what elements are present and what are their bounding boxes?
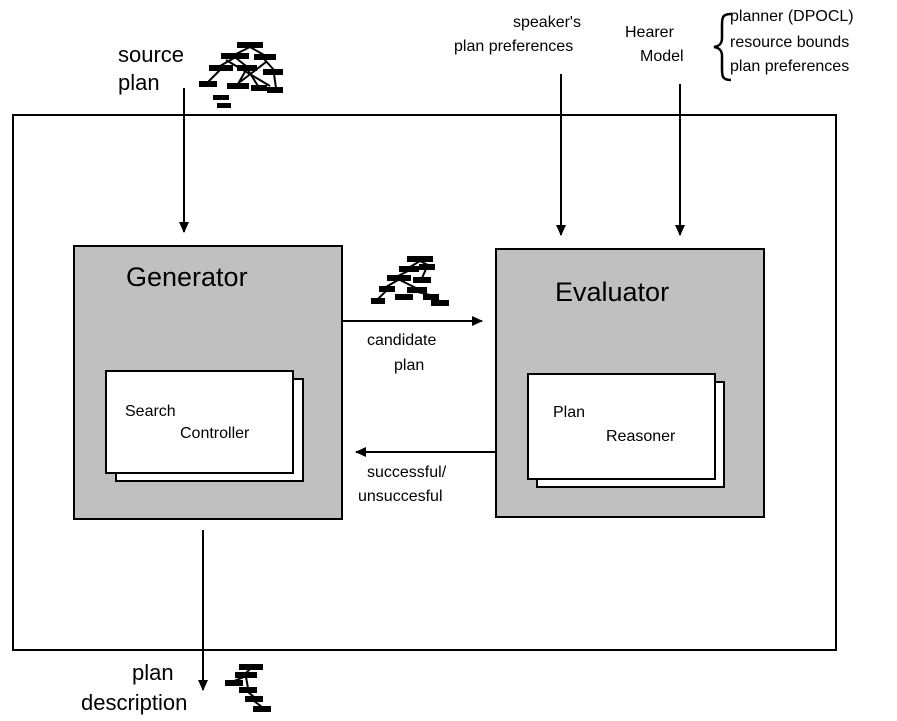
- plan-description-label-line2: description: [81, 690, 188, 715]
- candidate-plan-label-line2: plan: [394, 357, 425, 374]
- search-controller-label-line1: Search: [125, 403, 176, 420]
- source-plan-label-line1: source: [118, 42, 185, 67]
- hearer-item-planner: planner (DPOCL): [730, 8, 854, 25]
- evaluator-title: Evaluator: [555, 277, 670, 307]
- system-boundary: [12, 114, 837, 651]
- hearer-item-plan-preferences: plan preferences: [730, 58, 850, 75]
- search-controller-card: [105, 370, 294, 474]
- speaker-prefs-label-line2: plan preferences: [454, 38, 574, 55]
- speaker-prefs-label-line1: speaker's: [513, 14, 581, 31]
- hearer-item-resource-bounds: resource bounds: [730, 34, 850, 51]
- plan-reasoner-card: [527, 373, 716, 480]
- candidate-plan-tree-icon: [371, 256, 449, 306]
- result-label-line2: unsuccesful: [358, 488, 443, 505]
- candidate-plan-label-line1: candidate: [367, 332, 437, 349]
- result-label-line1: successful/: [367, 464, 447, 481]
- plan-description-tree-icon: [225, 664, 271, 712]
- hearer-model-label-line2: Model: [640, 48, 684, 65]
- source-plan-tree-icon: [199, 42, 283, 108]
- plan-reasoner-label-line1: Plan: [553, 404, 586, 421]
- brace-icon: [713, 12, 732, 82]
- plan-reasoner-label-line2: Reasoner: [606, 428, 676, 445]
- generator-title: Generator: [126, 262, 248, 292]
- hearer-model-label-line1: Hearer: [625, 24, 674, 41]
- plan-description-label-line1: plan: [132, 660, 174, 685]
- search-controller-label-line2: Controller: [180, 425, 250, 442]
- source-plan-label-line2: plan: [118, 70, 160, 95]
